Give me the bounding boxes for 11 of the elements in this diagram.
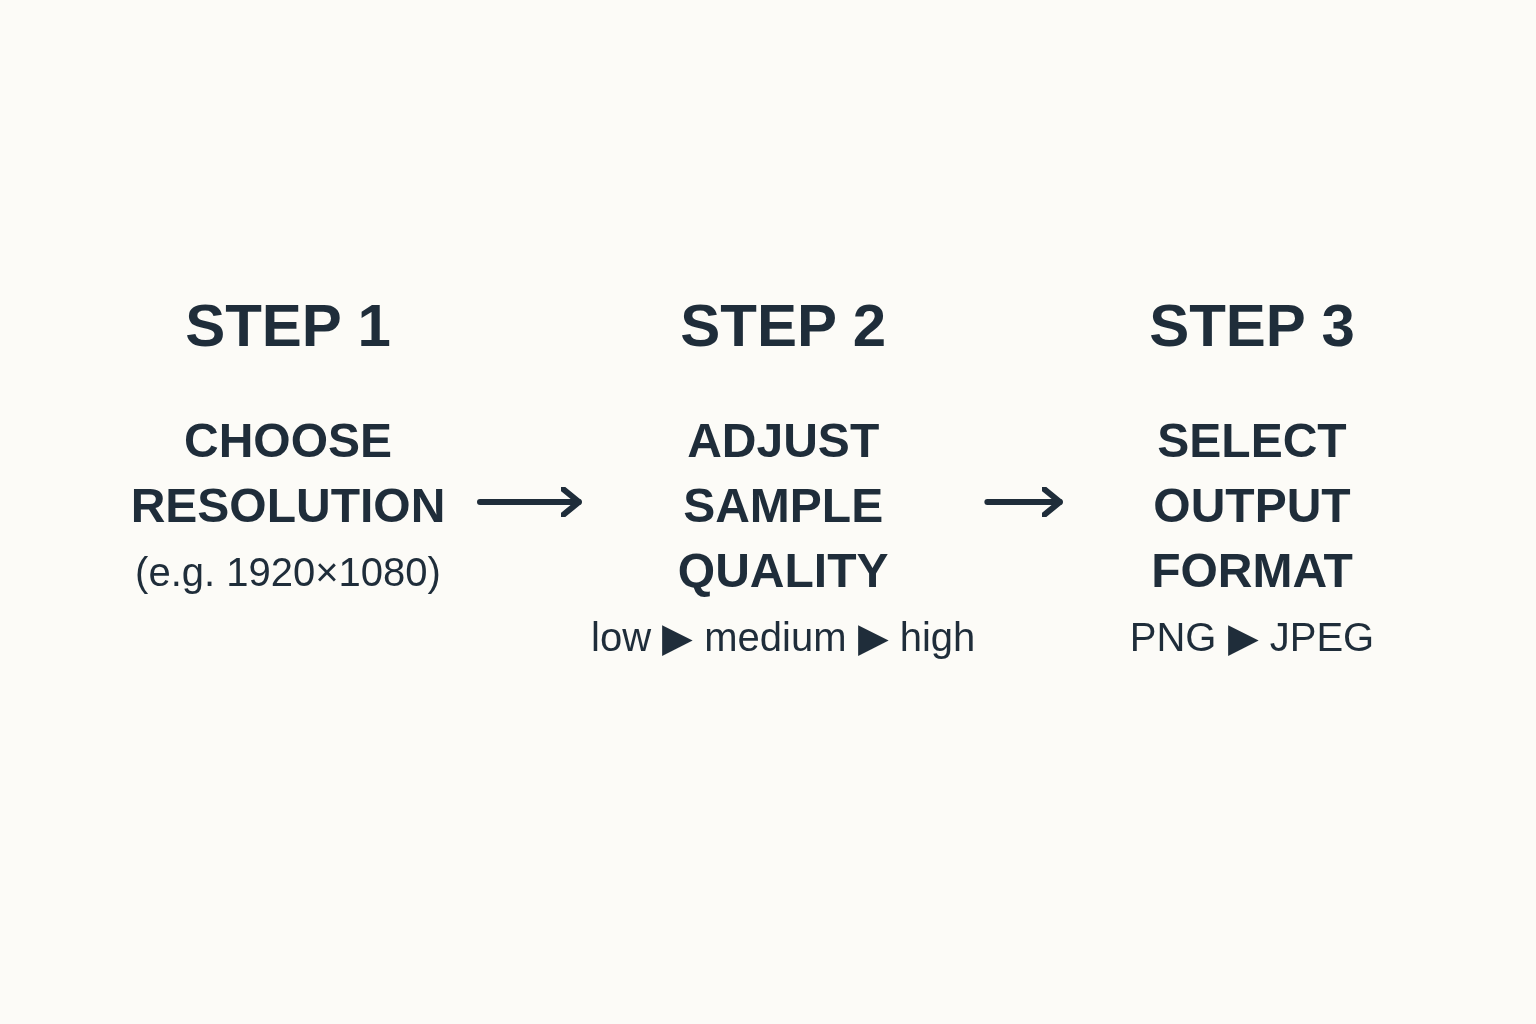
arrow — [477, 486, 582, 518]
step-description: SELECT OUTPUT FORMAT — [1150, 413, 1354, 599]
step-note: low ▶ medium ▶ high — [591, 614, 976, 661]
step-heading: STEP 3 — [1149, 296, 1355, 356]
step-heading: STEP 2 — [680, 296, 886, 356]
step-description: ADJUST SAMPLE QUALITY — [676, 413, 890, 599]
step-description: CHOOSE RESOLUTION — [129, 413, 447, 534]
step-note: (e.g. 1920×1080) — [135, 549, 441, 596]
step-note: PNG ▶ JPEG — [1129, 614, 1375, 661]
arrow — [984, 486, 1063, 518]
step-heading: STEP 1 — [185, 296, 391, 356]
